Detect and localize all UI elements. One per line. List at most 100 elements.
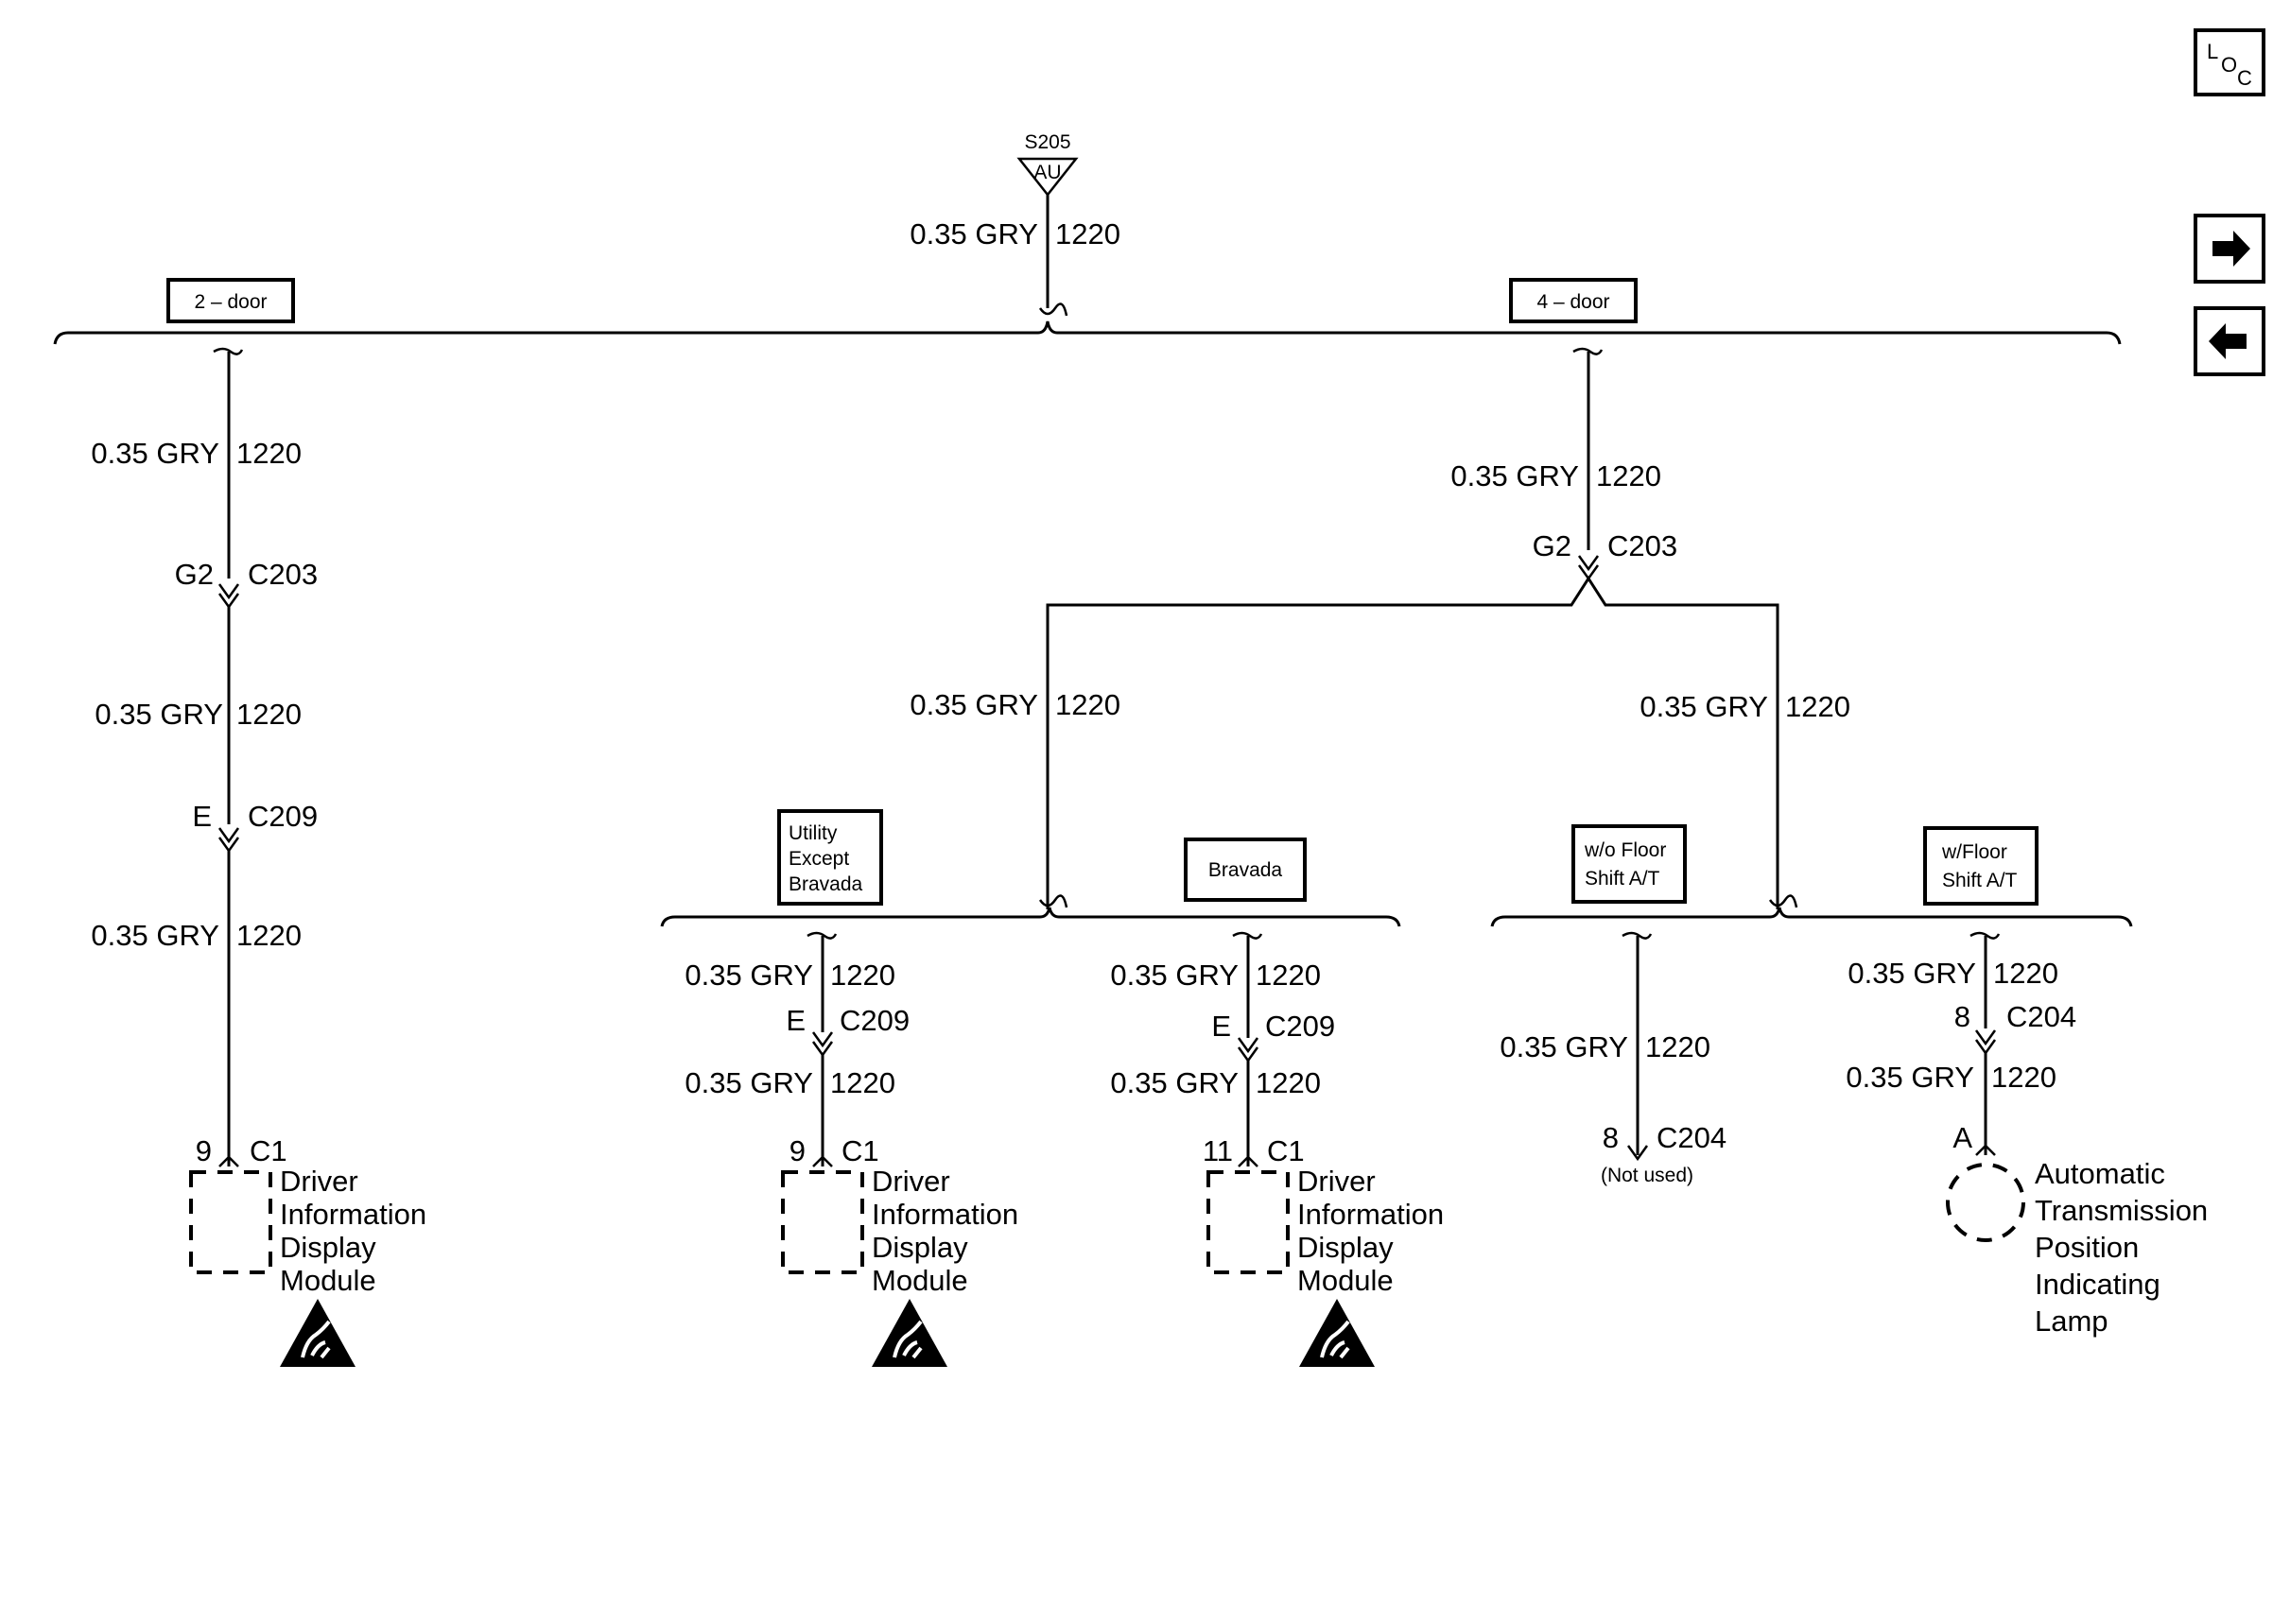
comp-utility-l3: Display: [872, 1231, 968, 1264]
circuit-w-floor-1: 1220: [1993, 957, 2058, 990]
loc-letter-o: O: [2221, 53, 2237, 77]
comp-bravada-l1: Driver: [1297, 1165, 1376, 1198]
pin-g2-left: G2: [175, 558, 214, 591]
wire-label-w-floor-2: 0.35 GRY: [1846, 1061, 1974, 1094]
previous-page-button[interactable]: [2194, 306, 2265, 376]
connector-c204-w-floor-label: C204: [2006, 1000, 2076, 1033]
wire-break-left: [213, 347, 244, 355]
connector-c209-left: C209: [248, 800, 318, 833]
connector-c209-bravada: C209: [1265, 1010, 1335, 1043]
wire-label-mid-left: 0.35 GRY: [910, 688, 1038, 721]
option-label-2-door: 2 – door: [194, 291, 267, 313]
comp-bravada-l2: Information: [1297, 1198, 1444, 1231]
option-utility-l3: Bravada: [789, 873, 863, 895]
option-w-floor-l2: Shift A/T: [1942, 870, 2018, 891]
loc-button[interactable]: L O C: [2194, 28, 2265, 96]
wire-label-left-1: 0.35 GRY: [91, 437, 219, 470]
option-box-wo-floor: [1571, 824, 1687, 904]
wire-break-utility: [807, 931, 838, 940]
lamp-circle: [1946, 1163, 2025, 1242]
option-box-utility: [777, 809, 883, 906]
comp-lamp-l3: Position: [2035, 1231, 2139, 1264]
splice-code: AU: [1033, 162, 1061, 183]
connector-c204-w-floor: [1974, 1029, 1997, 1056]
loc-letter-c: C: [2237, 66, 2252, 90]
option-wo-floor-l2: Shift A/T: [1585, 868, 1660, 890]
circuit-utility-2: 1220: [830, 1066, 895, 1099]
esd-warning-icon: [872, 1299, 947, 1367]
component-box-utility: [781, 1170, 864, 1274]
wire-label-utility-1: 0.35 GRY: [685, 959, 813, 992]
comp-utility-l4: Module: [872, 1264, 968, 1297]
circuit-wo-floor: 1220: [1645, 1030, 1710, 1063]
connector-pin-a-lamp: [1975, 1144, 1996, 1156]
wire-break-mid-right: [1768, 894, 1798, 908]
comp-lamp-l4: Indicating: [2035, 1268, 2160, 1301]
circuit-mid-left: 1220: [1055, 688, 1120, 721]
driver-info-module-left: Driver Information Display Module: [189, 1165, 426, 1297]
pin-a-lamp: A: [1952, 1121, 1972, 1154]
not-used-note: (Not used): [1601, 1165, 1693, 1186]
option-brace-mid-left: [660, 907, 1401, 927]
comp-lamp-l2: Transmission: [2035, 1194, 2208, 1227]
comp-utility-l1: Driver: [872, 1165, 950, 1198]
pin-e-left: E: [192, 800, 212, 833]
circuit-utility-1: 1220: [830, 959, 895, 992]
splice-s205: S205 AU: [1016, 131, 1079, 198]
circuit-left-2: 1220: [236, 698, 302, 731]
option-box-bravada: [1184, 838, 1307, 902]
connector-e-c209-utility: [811, 1031, 834, 1058]
option-brace-top: [53, 320, 2122, 345]
esd-warning-icon: [280, 1299, 356, 1367]
wire-break-bravada: [1232, 931, 1263, 940]
loc-letter-l: L: [2207, 40, 2218, 63]
connector-g2-c203-right: [1577, 555, 1600, 581]
comp-left-l2: Information: [280, 1198, 426, 1231]
connector-c204-wo-floor-label: C204: [1657, 1121, 1726, 1154]
arrow-right-icon: [2212, 231, 2250, 267]
wire-label-left-2: 0.35 GRY: [95, 698, 223, 731]
connector-c204-wo-floor: [1626, 1145, 1649, 1162]
pin-e-utility: E: [786, 1004, 806, 1037]
option-4-door: 4 – door: [1509, 278, 1638, 323]
connector-g2-c203-left: [217, 583, 240, 610]
connector-c1-left-label: C1: [250, 1134, 287, 1167]
wire-break-top: [1038, 302, 1068, 317]
option-box-4-door: [1509, 278, 1638, 323]
connector-c1-utility-label: C1: [842, 1134, 879, 1167]
connector-c209-utility: C209: [840, 1004, 910, 1037]
comp-lamp-l1: Automatic: [2035, 1157, 2165, 1190]
wire-label-utility-2: 0.35 GRY: [685, 1066, 813, 1099]
pin-9-left: 9: [196, 1134, 212, 1167]
pin-8-wo-floor: 8: [1603, 1121, 1619, 1154]
driver-info-module-bravada: Driver Information Display Module: [1206, 1165, 1444, 1297]
option-label-bravada: Bravada: [1208, 859, 1283, 881]
splice-triangle: [1016, 157, 1079, 198]
connector-c1-bravada: [1238, 1155, 1258, 1167]
pin-8-w-floor: 8: [1954, 1000, 1970, 1033]
comp-bravada-l4: Module: [1297, 1264, 1394, 1297]
connector-c203-left: C203: [248, 558, 318, 591]
connector-e-c209-bravada: [1237, 1037, 1259, 1063]
connector-e-c209-left: [217, 827, 240, 854]
wire-label-bravada-1: 0.35 GRY: [1110, 959, 1239, 992]
next-page-button[interactable]: [2194, 214, 2265, 284]
comp-left-l4: Module: [280, 1264, 376, 1297]
pin-11-bravada: 11: [1203, 1134, 1233, 1167]
option-box-2-door: [166, 278, 295, 323]
option-box-w-floor: [1923, 826, 2039, 906]
connector-c203-right: C203: [1607, 529, 1677, 562]
connector-c1-utility: [812, 1155, 833, 1167]
driver-info-module-utility: Driver Information Display Module: [781, 1165, 1018, 1297]
loc-icon[interactable]: [2194, 28, 2265, 96]
component-box-left: [189, 1170, 272, 1274]
wire-label-left-3: 0.35 GRY: [91, 919, 219, 952]
circuit-top: 1220: [1055, 217, 1120, 251]
comp-left-l1: Driver: [280, 1165, 358, 1198]
comp-left-l3: Display: [280, 1231, 376, 1264]
wire-break-w-floor: [1969, 931, 2001, 940]
option-brace-mid-right: [1490, 907, 2133, 927]
wire-label-bravada-2: 0.35 GRY: [1110, 1066, 1239, 1099]
wire-break-wo-floor: [1622, 931, 1653, 940]
